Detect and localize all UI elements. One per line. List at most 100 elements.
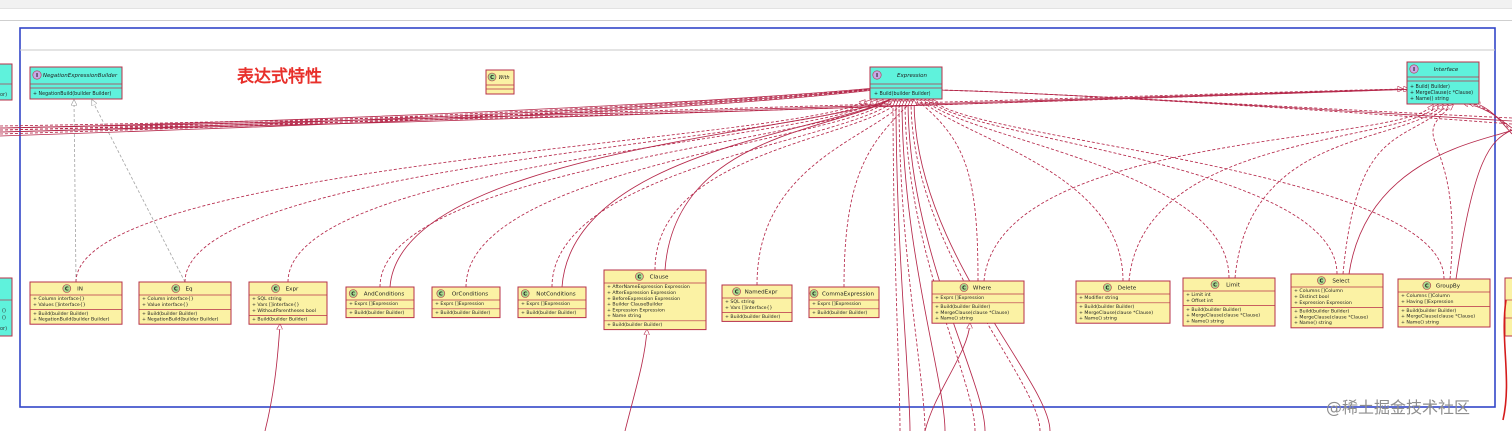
class-method: + Name() string (1186, 318, 1224, 324)
class-method: + MergeClause(clause *Clause) (1079, 310, 1153, 316)
class-name: NotConditions (536, 292, 575, 298)
class-stereotype-letter: C (65, 287, 69, 293)
edge-below-into-class-2 (924, 323, 970, 431)
class-field: + Limit int (1186, 292, 1211, 298)
edge-select-right (1348, 129, 1512, 275)
class-name: Limit (1226, 283, 1241, 289)
class-name: NamedExpr (745, 290, 778, 296)
class-stereotype-letter: C (1213, 283, 1217, 289)
partial-right-box (1504, 277, 1512, 337)
watermark: @稀土掘金技术社区 (1326, 398, 1471, 417)
class-stereotype-letter: C (274, 287, 278, 293)
partial-left-bottom-method-3: or) (0, 326, 7, 332)
class-stereotype-icon (271, 284, 280, 293)
interface-negation-name: NegationExpressionBuilder (43, 73, 118, 79)
interface-stereotype-letter: I (36, 73, 38, 79)
class-method: + Build(builder Builder) (252, 317, 307, 323)
edge-left-to-expression-2 (0, 88, 883, 133)
edge-bottom-to-expression-1 (896, 100, 911, 431)
class-method: + Build(builder Builder) (812, 310, 867, 316)
partial-left-box-top: or) (0, 63, 13, 101)
class-stereotype-icon (1210, 280, 1220, 289)
class-field: + WithoutParentheses bool (252, 308, 316, 314)
edge-bottom-to-expression-4 (905, 100, 976, 431)
interface-expression[interactable]: I Expression + Build(builder Builder) (869, 66, 943, 100)
partial-left-top-method: or) (0, 92, 7, 98)
interface-negation-method: + NegationBuild(builder Builder) (33, 91, 111, 97)
edge-notconditions-expression-solid (561, 96, 897, 288)
edge-where-interface (983, 105, 1433, 282)
class-stereotype-icon (809, 289, 819, 298)
class-name: Clause (650, 275, 669, 281)
class-field: + Vars []interface{} (252, 302, 300, 308)
class-stereotype-letter: C (1319, 279, 1323, 285)
class-method: + Name() string (935, 316, 973, 322)
class-stereotype-icon (62, 284, 72, 293)
edge-where-expression (917, 100, 979, 282)
interface-interface-name: Interface (1434, 67, 1459, 73)
class-stereotype-letter: C (1105, 286, 1109, 292)
class-field: + Exprs []Expression (935, 295, 984, 301)
class-method: + Build(builder Builder) (521, 310, 576, 316)
class-stereotype-letter: C (1425, 284, 1429, 290)
class-stereotype-icon (1422, 281, 1432, 290)
class-field: + Exprs []Expression (435, 301, 484, 307)
class-name: OrConditions (452, 292, 488, 298)
edge-left-to-interface-1 (0, 89, 1409, 129)
right-edge-scribble (1502, 299, 1508, 421)
edge-bottom-to-expression-3 (902, 100, 946, 431)
class-with[interactable]: C With (485, 69, 515, 95)
interface-interface-method-3: + Name() string (1410, 96, 1449, 102)
class-stereotype-letter: C (962, 286, 966, 292)
interface-negation-expression-builder[interactable]: I NegationExpressionBuilder + NegationBu… (29, 66, 123, 100)
class-field: + AfterExpression Expression (607, 290, 676, 296)
edge-left-to-expression-1 (0, 88, 879, 131)
class-field: + Column interface{} (142, 296, 194, 302)
class-method: + Build(builder Builder) (1186, 307, 1241, 313)
edge-bottom-to-expression-2 (899, 100, 926, 431)
edge-bottom-to-expression-6 (911, 100, 1041, 431)
edge-groupby-interface (1432, 105, 1453, 280)
class-stereotype-icon (436, 289, 446, 298)
interface-interface[interactable]: I Interface + Build( Builder) + MergeCla… (1406, 61, 1480, 105)
class-name: CommaExpression (822, 292, 874, 298)
class-with-name: With (499, 75, 510, 81)
edge-bottom-to-expression-7 (914, 100, 1051, 431)
edge-limit-expression (925, 100, 1230, 279)
edge-select-interface (1342, 105, 1448, 275)
edge-in-expression (75, 100, 865, 283)
class-stereotype-letter: C (439, 292, 443, 298)
class-limit[interactable]: C Limit + Limit int+ Offset int + Build(bui… (1182, 277, 1276, 327)
edge-below-into-class-0 (264, 324, 280, 431)
class-method: + Name() string (1294, 320, 1332, 326)
edge-left-to-expression-3 (0, 88, 887, 135)
edge-in-negation (74, 100, 76, 283)
edge-right-to-interface-0 (1463, 103, 1512, 129)
class-method: + Build(builder Builder) (1079, 304, 1134, 310)
class-name: Where (973, 286, 992, 292)
diagram-title: 表达式特性 (237, 66, 322, 87)
interface-stereotype-icon (872, 70, 882, 80)
edge-groupby-expression (933, 100, 1445, 280)
class-method: + Build(builder Builder) (33, 311, 88, 317)
class-stereotype-icon (487, 72, 497, 82)
class-field: + Offset int (1186, 298, 1213, 304)
class-name: GroupBy (1436, 284, 1461, 290)
edge-delete-interface (1128, 105, 1438, 282)
class-method: + MergeClause(clause *Clause) (935, 310, 1009, 316)
partial-left-box-bottom: () () or) (0, 277, 13, 337)
